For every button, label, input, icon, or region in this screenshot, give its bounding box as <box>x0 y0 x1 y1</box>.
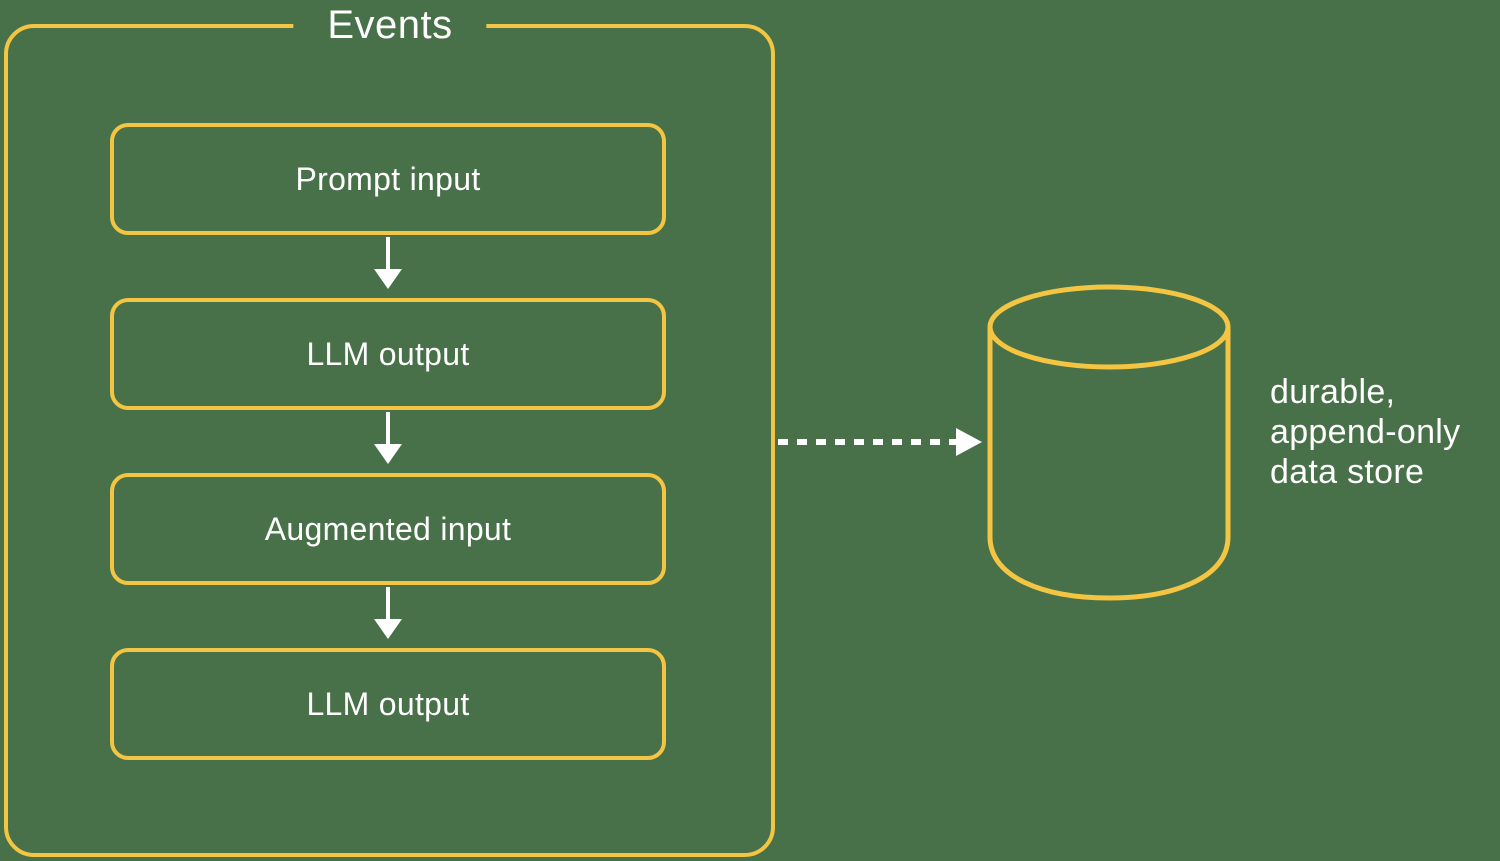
dashed-right-arrow-icon <box>778 428 982 456</box>
event-box-label: LLM output <box>306 685 470 722</box>
event-box-llm-output-1: LLM output <box>110 298 666 410</box>
dashed-line <box>778 439 956 445</box>
event-box-augmented-input: Augmented input <box>110 473 666 585</box>
caption-line: durable, <box>1270 373 1396 411</box>
database-cylinder-icon <box>987 284 1231 601</box>
event-box-prompt-input: Prompt input <box>110 123 666 235</box>
down-arrow-icon <box>374 237 402 289</box>
arrow-head <box>956 428 982 456</box>
arrow-head <box>374 269 402 289</box>
event-box-llm-output-2: LLM output <box>110 648 666 760</box>
caption-line: data store <box>1270 453 1425 491</box>
arrow-head <box>374 444 402 464</box>
down-arrow-icon <box>374 587 402 639</box>
arrow-stem <box>386 587 390 621</box>
caption-line: append-only <box>1270 413 1461 451</box>
datastore-caption: durable, append-only data store <box>1270 372 1460 492</box>
events-group-title: Events <box>293 0 487 50</box>
arrow-head <box>374 619 402 639</box>
event-box-label: LLM output <box>306 335 470 372</box>
down-arrow-icon <box>374 412 402 464</box>
event-box-label: Prompt input <box>295 160 481 197</box>
event-box-label: Augmented input <box>264 510 512 547</box>
arrow-stem <box>386 412 390 446</box>
arrow-stem <box>386 237 390 271</box>
